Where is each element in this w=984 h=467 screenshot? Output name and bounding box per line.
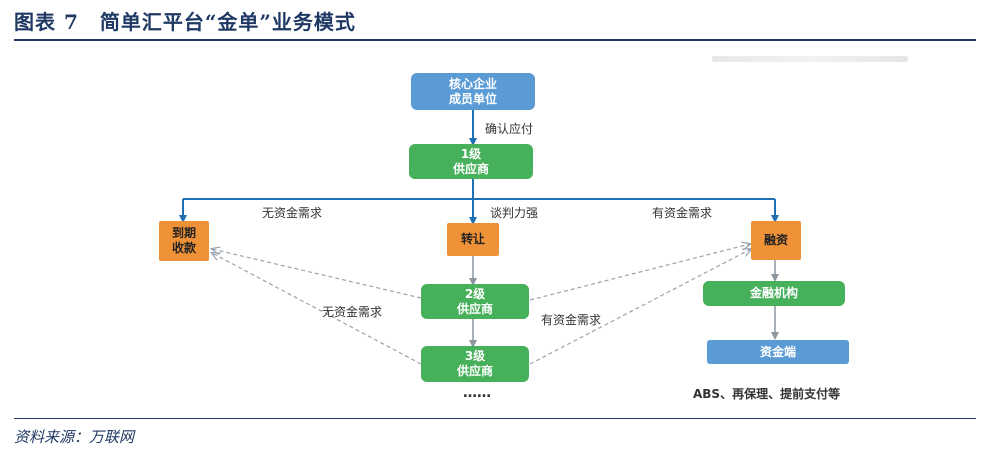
dashed-s2-to-collect <box>212 249 422 299</box>
node-supplier-2: 2级 供应商 <box>421 284 529 319</box>
label-has-fund-need-2: 有资金需求 <box>541 313 602 327</box>
node-fund-side: 资金端 <box>707 340 849 364</box>
node-transfer-label: 转让 <box>460 232 485 246</box>
node-due-collect-label: 到期 收款 <box>171 226 196 255</box>
dashed-s2-to-financing <box>529 244 750 301</box>
node-core-member-label: 核心企业 成员单位 <box>448 76 497 106</box>
node-supplier-3-label: 3级 供应商 <box>456 349 493 378</box>
figure-title: 图表 7 简单汇平台“金单”业务模式 <box>14 10 356 34</box>
label-strong-bargain: 谈判力强 <box>490 206 539 220</box>
node-finance-institution-label: 金融机构 <box>749 286 798 300</box>
label-no-fund-need-2: 无资金需求 <box>322 305 383 319</box>
watermark-bar <box>712 56 908 62</box>
node-fund-side-label: 资金端 <box>759 344 796 359</box>
bottom-rule <box>14 418 976 419</box>
label-confirm-payable: 确认应付 <box>485 122 534 136</box>
node-supplier-1: 1级 供应商 <box>409 144 533 179</box>
node-finance-institution: 金融机构 <box>703 281 845 306</box>
dashed-s3-to-collect <box>212 253 422 365</box>
node-supplier-3: 3级 供应商 <box>421 346 529 382</box>
node-transfer: 转让 <box>447 223 499 256</box>
node-supplier-1-label: 1级 供应商 <box>452 146 489 176</box>
ellipsis: …… <box>463 385 491 401</box>
financing-methods-note: ABS、再保理、提前支付等 <box>693 387 841 401</box>
node-due-collect: 到期 收款 <box>159 221 209 261</box>
node-supplier-2-label: 2级 供应商 <box>456 286 493 316</box>
label-no-fund-need: 无资金需求 <box>262 206 323 220</box>
node-core-member: 核心企业 成员单位 <box>411 73 535 110</box>
source-note: 资料来源：万联网 <box>14 428 135 446</box>
label-has-fund-need: 有资金需求 <box>652 206 713 220</box>
node-financing-label: 融资 <box>763 233 788 247</box>
node-financing: 融资 <box>751 221 801 260</box>
top-rule <box>14 39 976 41</box>
